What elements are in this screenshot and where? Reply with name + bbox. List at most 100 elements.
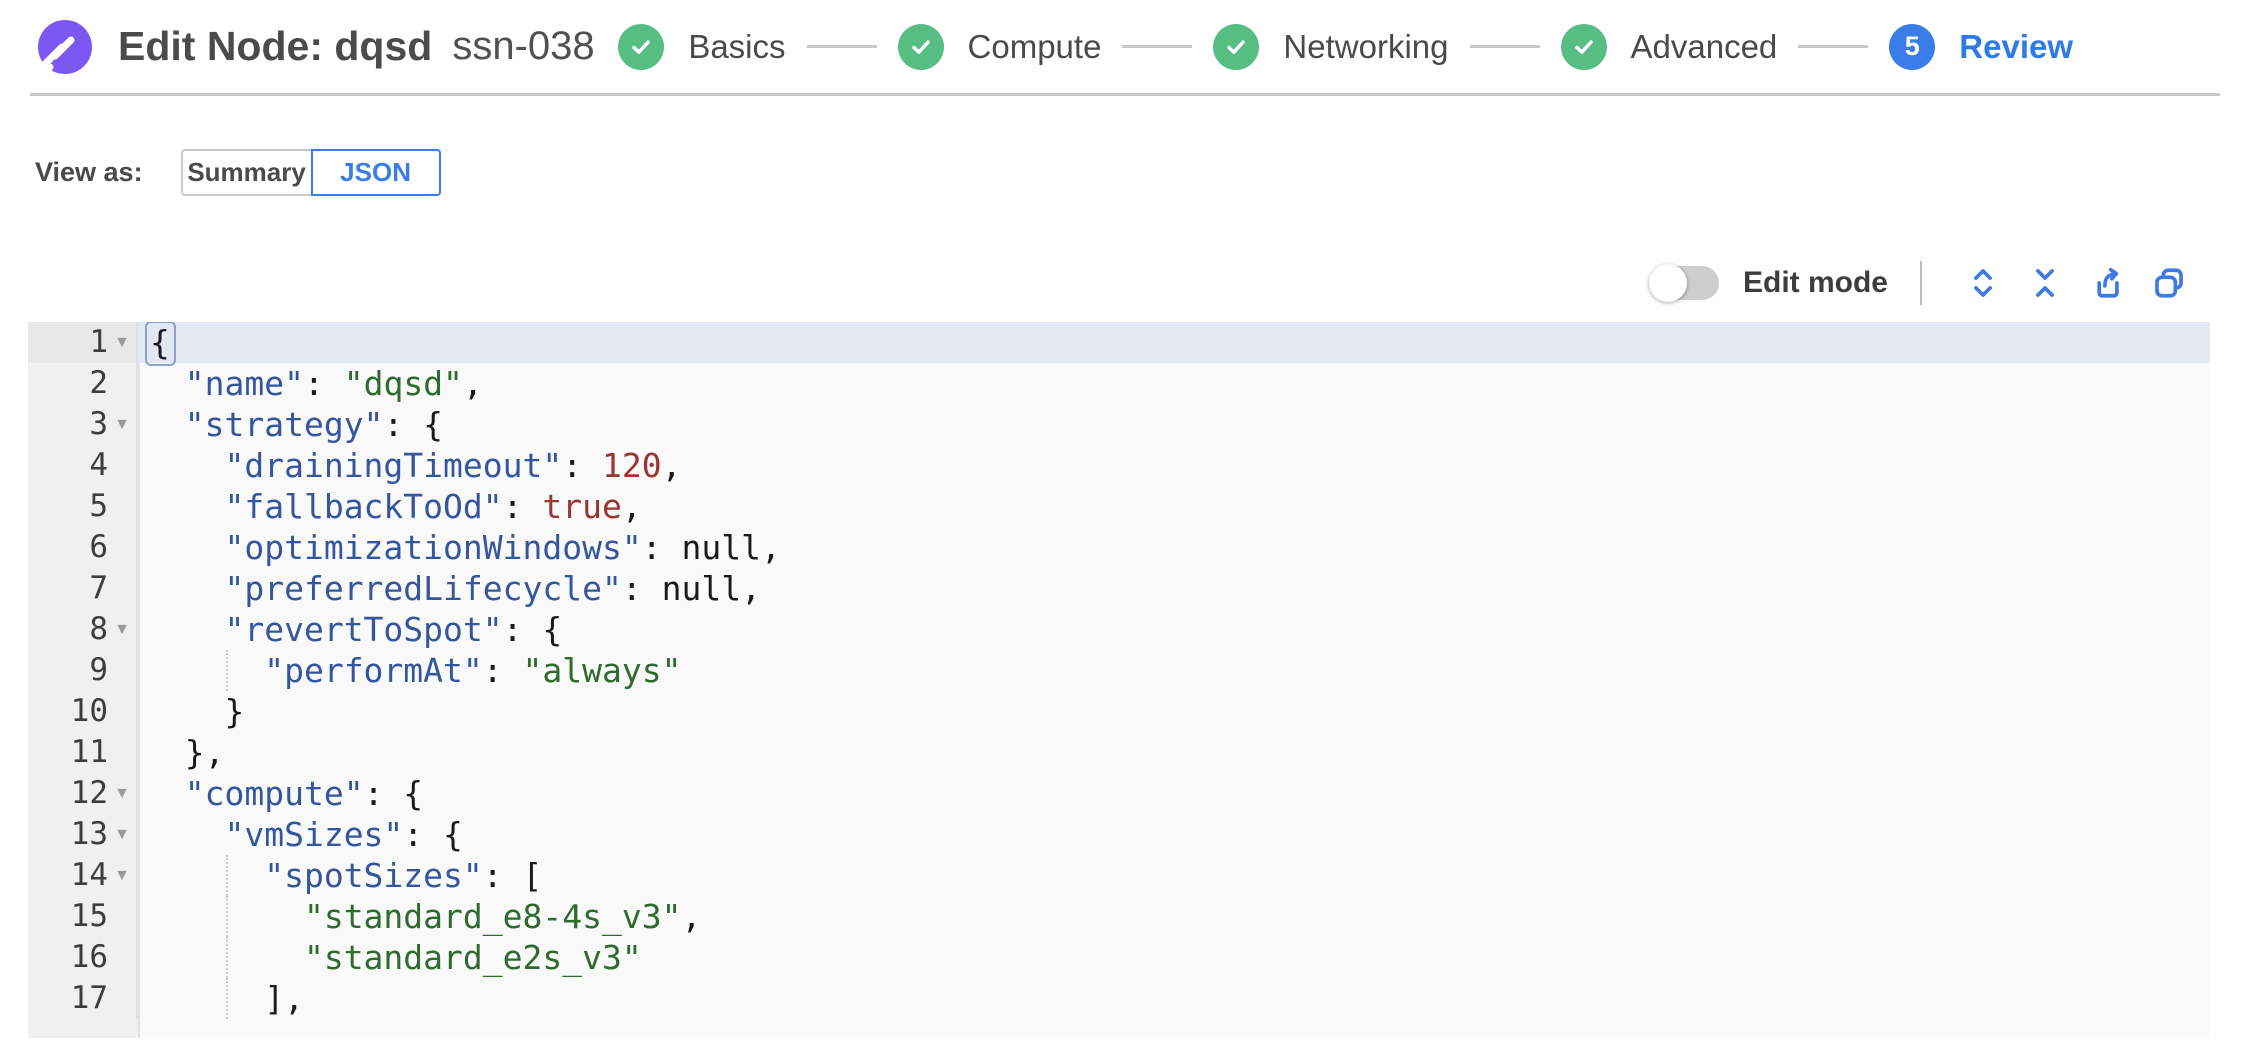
editor-line[interactable]: 7 "preferredLifecycle": null, [28, 568, 2210, 609]
line-number: 15 [70, 898, 108, 934]
line-number: 5 [89, 488, 108, 524]
editor-line[interactable]: 6 "optimizationWindows": null, [28, 527, 2210, 568]
code-line[interactable]: ], [145, 978, 304, 1019]
code-line[interactable]: "standard_e2s_v3" [138, 937, 2210, 978]
fold-arrow-icon[interactable]: ▼ [114, 826, 130, 843]
editor-line[interactable]: 15 "standard_e8-4s_v3", [28, 896, 2210, 937]
code-line[interactable]: "revertToSpot": { [224, 610, 563, 649]
line-number-gutter[interactable]: 8▼ [28, 609, 138, 650]
collapse-all-button[interactable] [2028, 266, 2062, 300]
code-line[interactable]: "compute": { [184, 774, 424, 813]
line-number-gutter[interactable]: 12▼ [28, 773, 138, 814]
editor-line[interactable]: 4 "drainingTimeout": 120, [28, 445, 2210, 486]
line-number-gutter[interactable]: 7 [28, 568, 138, 609]
step-check-icon [618, 23, 665, 70]
editor-line[interactable]: 5 "fallbackToOd": true, [28, 486, 2210, 527]
line-number-gutter[interactable]: 17 [28, 978, 138, 1019]
header-divider [30, 93, 2220, 96]
stepper-step-advanced[interactable]: Advanced [1560, 23, 1778, 70]
line-number: 10 [70, 693, 108, 729]
code-line[interactable]: "optimizationWindows": null, [224, 528, 781, 567]
view-as-json-button[interactable]: JSON [310, 149, 441, 196]
stepper-step-compute[interactable]: Compute [897, 23, 1101, 70]
check-icon [1574, 39, 1593, 54]
editor-line[interactable]: 1▼{ [28, 322, 2210, 366]
export-button[interactable] [2090, 266, 2124, 300]
code-line[interactable]: "standard_e8-4s_v3", [138, 896, 2210, 937]
step-check-icon [1560, 23, 1607, 70]
editor-line[interactable]: 13 ▼ "vmSizes": { [28, 814, 2210, 855]
line-number-gutter[interactable]: 1▼ [28, 322, 138, 363]
fold-arrow-icon[interactable]: ▼ [114, 416, 130, 433]
stepper-connector [1122, 45, 1193, 48]
line-number: 7 [89, 570, 108, 606]
editor-line[interactable]: 11 }, [28, 732, 2210, 773]
line-number-gutter[interactable]: 2 [28, 363, 138, 404]
line-number-gutter[interactable]: 13 ▼ [28, 814, 138, 855]
step-check-icon [897, 23, 944, 70]
step-label: Advanced [1630, 27, 1778, 65]
check-icon [1227, 39, 1246, 54]
line-number-gutter[interactable]: 15 [28, 896, 138, 937]
line-number-gutter[interactable]: 10 [28, 691, 138, 732]
code-line[interactable]: } [145, 692, 245, 731]
stepper-step-basics[interactable]: Basics [618, 23, 786, 70]
code-line[interactable]: "performAt": "always" [138, 650, 2210, 691]
check-icon [911, 39, 930, 54]
line-number-gutter[interactable]: 5 [28, 486, 138, 527]
indent-guide [226, 855, 228, 896]
line-number-gutter[interactable]: 6 [28, 527, 138, 568]
line-number: 1 [89, 324, 108, 360]
stepper-connector [1798, 45, 1869, 48]
edit-mode-label: Edit mode [1742, 266, 1888, 299]
step-label: Basics [688, 27, 786, 65]
code-line[interactable]: "drainingTimeout": 120, [224, 446, 682, 485]
json-editor[interactable]: 1▼{2 "name": "dqsd",3▼ "strategy": {4 "d… [28, 322, 2210, 1038]
code-line[interactable]: { [138, 322, 2210, 366]
editor-line[interactable]: 8▼ "revertToSpot": { [28, 609, 2210, 650]
editor-line[interactable]: 16 "standard_e2s_v3" [28, 937, 2210, 978]
editor-line[interactable]: 3▼ "strategy": { [28, 404, 2210, 445]
view-as-summary-button[interactable]: Summary [180, 149, 311, 196]
editor-line[interactable]: 2 "name": "dqsd", [28, 363, 2210, 404]
export-icon [2097, 267, 2119, 298]
copy-button[interactable] [2152, 266, 2186, 300]
code-line[interactable]: "name": "dqsd", [184, 364, 483, 403]
editor-line[interactable]: 12▼ "compute": { [28, 773, 2210, 814]
code-line[interactable]: "strategy": { [184, 405, 444, 444]
line-number: 14 [70, 857, 108, 893]
stepper-connector [1469, 45, 1540, 48]
step-label: Review [1959, 27, 2074, 65]
indent-guide [226, 978, 228, 1019]
fold-arrow-icon[interactable]: ▼ [114, 621, 130, 638]
code-line[interactable]: "fallbackToOd": true, [224, 487, 642, 526]
editor-line[interactable]: 9 "performAt": "always" [28, 650, 2210, 691]
line-number: 4 [89, 447, 108, 483]
line-number-gutter[interactable]: 3▼ [28, 404, 138, 445]
fold-arrow-icon[interactable]: ▼ [114, 785, 130, 802]
fold-arrow-icon[interactable]: ▼ [114, 334, 130, 351]
code-line[interactable]: "spotSizes": [ [138, 855, 2210, 896]
line-number-gutter[interactable]: 11 [28, 732, 138, 773]
stepper-step-networking[interactable]: Networking [1213, 23, 1449, 70]
code-line[interactable]: "preferredLifecycle": null, [224, 569, 761, 608]
toggle-knob[interactable] [1648, 264, 1687, 302]
fold-arrow-icon[interactable]: ▼ [114, 867, 130, 884]
edit-mode-toggle[interactable] [1648, 264, 1719, 302]
line-number-gutter[interactable]: 14 ▼ [28, 855, 138, 896]
stepper-connector [806, 45, 877, 48]
code-line[interactable]: }, [145, 733, 225, 772]
code-line[interactable]: "vmSizes": { [224, 815, 463, 854]
expand-all-button[interactable] [1966, 266, 2000, 300]
line-number-gutter[interactable]: 4 [28, 445, 138, 486]
editor-line[interactable]: 10 } [28, 691, 2210, 732]
line-number-gutter[interactable]: 16 [28, 937, 138, 978]
line-number: 13 [70, 816, 108, 852]
view-as-label: View as: [35, 157, 143, 187]
editor-line[interactable]: 17 ], [28, 978, 2210, 1019]
line-number-gutter[interactable]: 9 [28, 650, 138, 691]
editor-line[interactable]: 14 ▼ "spotSizes": [ [28, 855, 2210, 896]
